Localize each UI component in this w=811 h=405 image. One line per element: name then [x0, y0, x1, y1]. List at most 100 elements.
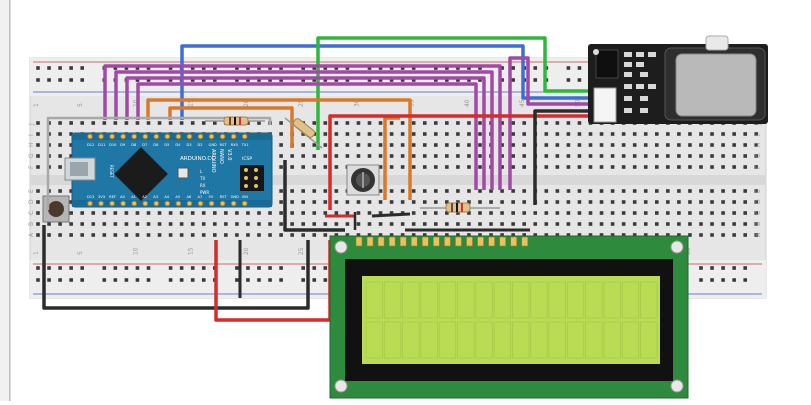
breadboard-hole: [102, 222, 107, 226]
breadboard-hole: [69, 211, 73, 215]
rail-hole: [213, 78, 217, 82]
breadboard-hole: [201, 222, 206, 226]
breadboard-hole: [334, 132, 339, 136]
row-label: H: [28, 142, 35, 147]
nano-bottom-pin-label: 5V: [209, 195, 214, 199]
usb-port-icon: [70, 162, 88, 176]
breadboard-hole: [389, 121, 394, 125]
breadboard-hole: [478, 132, 482, 136]
breadboard-hole: [688, 132, 692, 136]
rail-hole: [80, 78, 84, 82]
breadboard-hole: [456, 121, 460, 125]
breadboard-hole: [677, 233, 681, 237]
smd-component: [648, 84, 656, 89]
icsp-pins: [244, 168, 258, 188]
breadboard-hole: [710, 222, 714, 226]
left-scrollbar[interactable]: [0, 0, 10, 401]
lcd-mount-hole: [334, 379, 348, 393]
breadboard-hole: [699, 165, 703, 169]
smd-component: [624, 108, 632, 113]
breadboard-hole: [555, 143, 560, 147]
resistor-1-band: [234, 117, 236, 125]
breadboard-hole: [500, 121, 504, 125]
breadboard-hole: [246, 222, 250, 226]
breadboard-hole: [456, 165, 460, 169]
rail-hole: [279, 78, 283, 82]
breadboard-hole: [323, 143, 328, 147]
resistor-2: [292, 118, 316, 138]
breadboard-hole: [599, 200, 604, 204]
breadboard-hole: [213, 211, 217, 215]
nano-pin: [120, 133, 127, 140]
rail-hole: [323, 266, 328, 270]
rail-hole: [389, 78, 394, 82]
rail-hole: [456, 78, 460, 82]
breadboard-hole: [334, 222, 339, 226]
lcd-pin: [377, 236, 385, 247]
breadboard-hole: [743, 211, 747, 215]
breadboard-hole: [643, 189, 648, 193]
breadboard-hole: [467, 165, 471, 169]
lcd-pin: [399, 236, 407, 247]
nano-pin: [142, 200, 149, 207]
rail-hole: [500, 78, 504, 82]
breadboard-hole: [58, 132, 62, 136]
rail-hole: [400, 78, 405, 82]
breadboard-hole: [544, 121, 549, 125]
breadboard-hole: [279, 121, 283, 125]
breadboard-hole: [400, 233, 405, 237]
gray-wire-top: [46, 116, 272, 125]
rail-hole: [533, 66, 538, 70]
row-label: D: [28, 199, 35, 204]
rail-hole: [721, 278, 725, 282]
smd-component: [624, 96, 632, 101]
icsp-pin: [254, 184, 258, 188]
breadboard-hole: [345, 211, 350, 215]
rail-hole: [135, 266, 140, 270]
black-wire-top: [533, 109, 595, 205]
breadboard-hole: [533, 222, 538, 226]
breadboard-hole: [710, 165, 714, 169]
nano-top-pin-label: D12: [87, 143, 94, 147]
black-jumper-short: [371, 212, 411, 218]
breadboard-hole: [36, 189, 40, 193]
breadboard-hole: [445, 143, 449, 147]
smd-component: [648, 52, 656, 57]
breadboard-hole: [334, 233, 339, 237]
breadboard-hole: [666, 132, 670, 136]
breadboard-hole: [146, 211, 151, 215]
lcd-char-cell: [420, 281, 438, 319]
sensor-chip: [595, 49, 619, 79]
breadboard-hole: [743, 222, 747, 226]
breadboard-hole: [422, 189, 427, 193]
resistors: [205, 116, 500, 213]
breadboard-hole: [213, 121, 217, 125]
nano-pin: [197, 200, 204, 207]
breadboard-hole: [69, 222, 73, 226]
breadboard-hole: [124, 121, 129, 125]
purple-wire-5: [508, 56, 595, 190]
scrollbar-edge: [9, 0, 11, 401]
breadboard-hole: [500, 211, 504, 215]
column-label: 1: [33, 103, 40, 107]
breadboard-hole: [544, 222, 549, 226]
breadboard-hole: [411, 143, 416, 147]
row-label: A: [28, 232, 35, 237]
lcd-char-cell: [621, 321, 640, 359]
breadboard-hole: [422, 132, 427, 136]
nano-top-pin-label: D6: [153, 143, 159, 147]
breadboard-hole: [456, 222, 460, 226]
breadboard-hole: [434, 143, 438, 147]
breadboard-hole: [555, 154, 560, 158]
breadboard-hole: [721, 189, 725, 193]
breadboard-hole: [434, 154, 438, 158]
breadboard-hole: [544, 154, 549, 158]
breadboard-hole: [522, 233, 526, 237]
breadboard-hole: [489, 211, 493, 215]
rail-hole: [168, 278, 173, 282]
row-label: B: [755, 222, 762, 226]
breadboard-hole: [478, 233, 482, 237]
breadboard-hole: [334, 165, 339, 169]
breadboard-hole: [213, 222, 217, 226]
rail-hole: [467, 78, 471, 82]
